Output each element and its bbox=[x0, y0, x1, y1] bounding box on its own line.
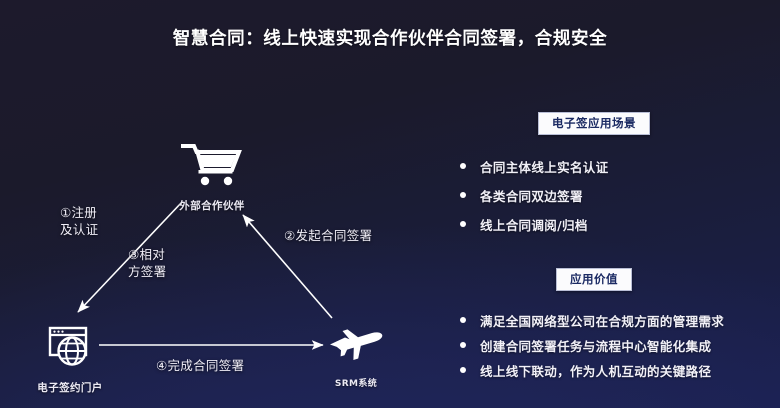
diagram-node-srm[interactable]: SRM系统 bbox=[296, 322, 416, 389]
panel-value-heading: 应用价值 bbox=[556, 268, 632, 291]
list-item-label: 创建合同签署任务与流程中心智能化集成 bbox=[480, 338, 712, 354]
bullet-icon bbox=[460, 342, 466, 349]
panel-application-value: 应用价值 满足全国网络型公司在合规方面的管理需求 创建合同签署任务与流程中心智能… bbox=[440, 268, 724, 386]
list-item: 线上合同调阅/归档 bbox=[454, 215, 670, 234]
panel-scene-heading-wrap: 电子签应用场景 bbox=[440, 112, 670, 135]
list-item-label: 线上合同调阅/归档 bbox=[480, 217, 588, 233]
panel-scene-list: 合同主体线上实名认证 各类合同双边签署 线上合同调阅/归档 bbox=[454, 157, 670, 234]
step-label-1-line1: ①注册 bbox=[60, 205, 98, 220]
browser-globe-icon bbox=[10, 324, 130, 373]
list-item: 满足全国网络型公司在合规方面的管理需求 bbox=[454, 311, 724, 330]
bullet-icon bbox=[460, 163, 466, 170]
diagram-node-portal-label: 电子签约门户 bbox=[37, 382, 103, 394]
step-label-1: ①注册 及认证 bbox=[60, 205, 126, 239]
step-label-1-line2: 及认证 bbox=[60, 221, 99, 237]
bullet-icon bbox=[460, 221, 466, 228]
bullet-icon bbox=[460, 367, 466, 374]
page-title: 智慧合同：线上快速实现合作伙伴合同签署，合规安全 bbox=[172, 29, 608, 49]
list-item-label: 线上线下联动，作为人机互动的关键路径 bbox=[480, 363, 712, 379]
list-item: 创建合同签署任务与流程中心智能化集成 bbox=[454, 336, 724, 355]
list-item: 合同主体线上实名认证 bbox=[454, 157, 670, 176]
panel-value-list: 满足全国网络型公司在合规方面的管理需求 创建合同签署任务与流程中心智能化集成 线… bbox=[454, 311, 724, 380]
diagram-node-partner-label: 外部合作伙伴 bbox=[179, 200, 245, 212]
list-item-label: 满足全国网络型公司在合规方面的管理需求 bbox=[480, 313, 725, 329]
list-item: 线上线下联动，作为人机互动的关键路径 bbox=[454, 361, 724, 380]
step-label-3-line1: ③相对 bbox=[128, 247, 166, 262]
panel-scene-heading: 电子签应用场景 bbox=[538, 112, 650, 135]
step-label-3: ③相对 方签署 bbox=[128, 247, 190, 281]
panel-value-heading-wrap: 应用价值 bbox=[440, 268, 670, 291]
step-label-2: ②发起合同签署 bbox=[284, 228, 373, 243]
panel-application-scenarios: 电子签应用场景 合同主体线上实名认证 各类合同双边签署 线上合同调阅/归档 bbox=[440, 112, 670, 244]
bullet-icon bbox=[460, 192, 466, 199]
step-label-4: ④完成合同签署 bbox=[156, 358, 245, 373]
list-item-label: 各类合同双边签署 bbox=[480, 188, 583, 204]
bullet-icon bbox=[460, 317, 466, 324]
diagram-node-portal[interactable]: 电子签约门户 bbox=[10, 324, 130, 395]
airplane-icon bbox=[296, 322, 416, 369]
diagram-node-srm-label: SRM系统 bbox=[334, 379, 378, 389]
list-item-label: 合同主体线上实名认证 bbox=[480, 159, 609, 175]
diagram-node-partner[interactable]: 外部合作伙伴 bbox=[152, 142, 272, 213]
step-label-3-line2: 方签署 bbox=[128, 263, 167, 279]
list-item: 各类合同双边签署 bbox=[454, 186, 670, 205]
shopping-cart-icon bbox=[152, 142, 272, 191]
